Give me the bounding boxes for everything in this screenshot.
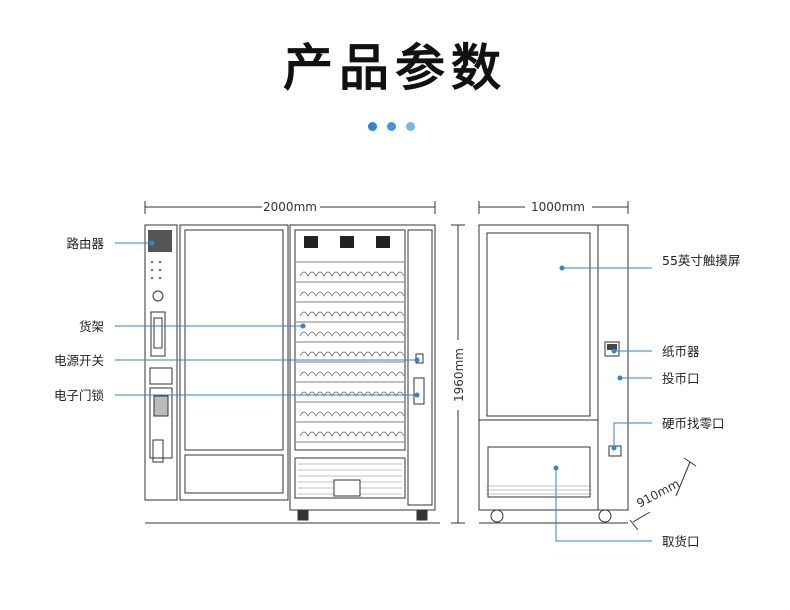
label-coin-change: 硬币找零口 [662, 416, 725, 431]
dot-2 [387, 122, 396, 131]
label-coin-slot: 投币口 [662, 371, 700, 386]
left-callouts [115, 242, 417, 396]
side-width-label: 1000mm [531, 200, 585, 214]
height-label: 1960mm [452, 348, 466, 402]
closed-view [478, 224, 629, 524]
dot-1 [368, 122, 377, 131]
decorative-dots [368, 122, 415, 131]
dot-3 [406, 122, 415, 131]
depth-dimension [629, 457, 697, 531]
right-callout-dots [553, 265, 623, 471]
left-callout-dots [149, 240, 420, 398]
page-title: 产品参数 [283, 39, 507, 97]
front-view [144, 224, 440, 524]
label-electronic-lock: 电子门锁 [54, 388, 105, 403]
side-width-dimension [478, 201, 629, 214]
right-callouts [555, 267, 652, 542]
label-router: 路由器 [66, 236, 104, 251]
label-shelf: 货架 [79, 319, 104, 334]
front-width-dimension [144, 201, 436, 214]
label-bill-acceptor: 纸币器 [662, 344, 700, 359]
label-power-switch: 电源开关 [54, 353, 104, 368]
label-pickup-port: 取货口 [662, 534, 700, 549]
front-width-label: 2000mm [263, 200, 317, 214]
depth-label: 910mm [634, 476, 681, 510]
label-touchscreen: 55英寸触摸屏 [662, 253, 740, 268]
height-dimension [451, 224, 465, 524]
